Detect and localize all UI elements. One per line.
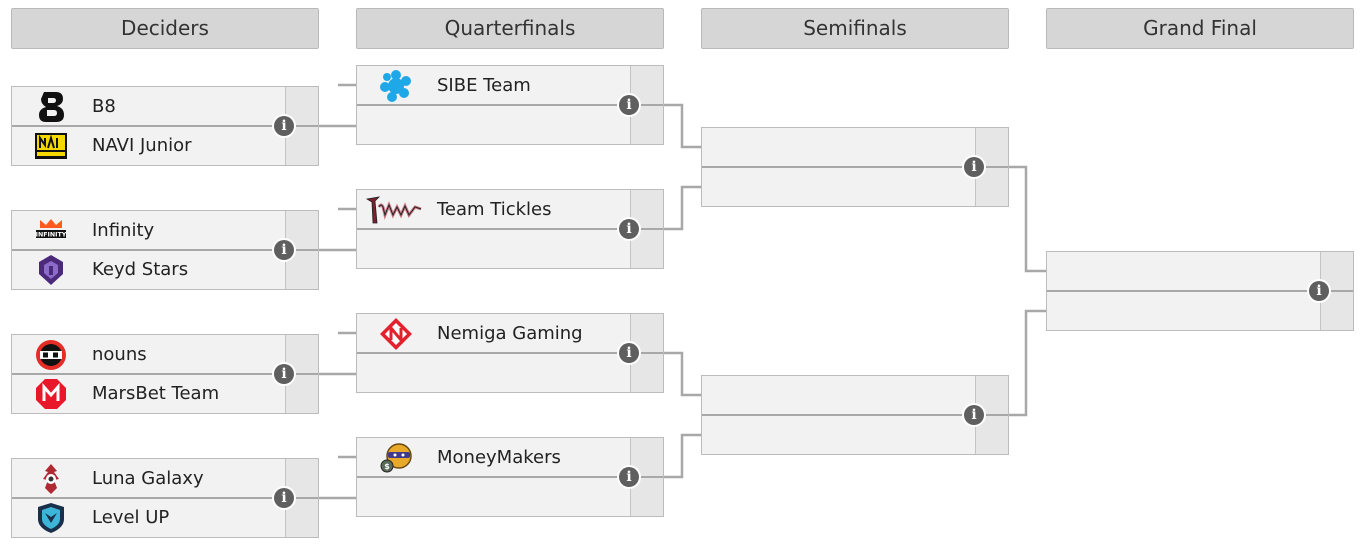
team-name: SIBE Team xyxy=(437,75,531,96)
svg-text:INFINITY: INFINITY xyxy=(36,232,67,239)
divider xyxy=(357,476,663,478)
sibe-team-logo-icon xyxy=(379,69,413,103)
team-name: B8 xyxy=(92,96,116,117)
team-slot[interactable]: Luna Galaxy xyxy=(12,459,286,498)
match-info-icon[interactable]: i xyxy=(619,467,639,487)
luna-galaxy-logo-icon xyxy=(34,462,68,496)
match-info-icon[interactable]: i xyxy=(619,219,639,239)
match-info-icon[interactable]: i xyxy=(619,95,639,115)
team-slot[interactable]: B8 xyxy=(12,87,286,126)
semifinal-match-2: i xyxy=(701,375,1009,455)
nemiga-gaming-logo-icon xyxy=(379,317,413,351)
team-name: Level UP xyxy=(92,507,170,528)
navi-junior-logo-icon xyxy=(34,129,68,163)
level-up-logo-icon xyxy=(34,501,68,535)
match-info-icon[interactable]: i xyxy=(274,364,294,384)
team-slot[interactable] xyxy=(357,477,631,516)
team-name: Nemiga Gaming xyxy=(437,323,583,344)
team-slot[interactable]: INFINITY Infinity xyxy=(12,211,286,250)
match-info-icon[interactable]: i xyxy=(619,343,639,363)
quarterfinal-match-1: SIBE Team i xyxy=(356,65,664,145)
divider xyxy=(12,125,318,127)
team-slot[interactable] xyxy=(357,105,631,144)
marsbet-logo-icon xyxy=(34,377,68,411)
team-slot[interactable] xyxy=(702,415,976,454)
team-slot[interactable]: $ MoneyMakers xyxy=(357,438,631,477)
quarterfinal-match-3: Nemiga Gaming i xyxy=(356,313,664,393)
team-name: Luna Galaxy xyxy=(92,468,204,489)
divider xyxy=(702,166,1008,168)
divider xyxy=(357,352,663,354)
team-slot[interactable]: Keyd Stars xyxy=(12,250,286,289)
semifinal-match-1: i xyxy=(701,127,1009,207)
team-name: MoneyMakers xyxy=(437,447,561,468)
team-name: Keyd Stars xyxy=(92,259,189,280)
team-slot[interactable]: Team Tickles xyxy=(357,190,631,229)
team-slot[interactable] xyxy=(357,229,631,268)
round-header-deciders: Deciders xyxy=(11,8,319,49)
decider-match-3: nouns MarsBet Team i xyxy=(11,334,319,414)
divider xyxy=(357,104,663,106)
infinity-logo-icon: INFINITY xyxy=(34,214,68,248)
team-name: NAVI Junior xyxy=(92,135,192,156)
team-name: MarsBet Team xyxy=(92,383,220,404)
decider-match-1: B8 NAVI Junior i xyxy=(11,86,319,166)
team-slot[interactable]: nouns xyxy=(12,335,286,374)
divider xyxy=(357,228,663,230)
divider xyxy=(702,414,1008,416)
team-slot[interactable] xyxy=(702,376,976,415)
quarterfinal-match-2: Team Tickles i xyxy=(356,189,664,269)
match-info-icon[interactable]: i xyxy=(274,116,294,136)
team-slot[interactable]: SIBE Team xyxy=(357,66,631,105)
round-header-grand-final: Grand Final xyxy=(1046,8,1354,49)
quarterfinal-match-4: $ MoneyMakers i xyxy=(356,437,664,517)
divider xyxy=(12,373,318,375)
match-info-icon[interactable]: i xyxy=(1309,281,1329,301)
team-slot[interactable]: Nemiga Gaming xyxy=(357,314,631,353)
round-header-semifinals: Semifinals xyxy=(701,8,1009,49)
keyd-stars-logo-icon xyxy=(34,253,68,287)
team-name: nouns xyxy=(92,344,147,365)
nouns-logo-icon xyxy=(34,338,68,372)
match-info-icon[interactable]: i xyxy=(964,405,984,425)
team-slot[interactable]: NAVI Junior xyxy=(12,126,286,165)
divider xyxy=(12,249,318,251)
divider xyxy=(1047,290,1353,292)
decider-match-4: Luna Galaxy Level UP i xyxy=(11,458,319,538)
team-name: Infinity xyxy=(92,220,155,241)
match-info-icon[interactable]: i xyxy=(274,488,294,508)
team-slot[interactable] xyxy=(702,128,976,167)
b8-logo-icon xyxy=(34,90,68,124)
team-tickles-logo-icon xyxy=(365,193,425,227)
team-slot[interactable]: MarsBet Team xyxy=(12,374,286,413)
team-slot[interactable] xyxy=(357,353,631,392)
team-slot[interactable] xyxy=(1047,291,1321,330)
team-slot[interactable] xyxy=(1047,252,1321,291)
team-slot[interactable]: Level UP xyxy=(12,498,286,537)
match-info-icon[interactable]: i xyxy=(274,240,294,260)
decider-match-2: INFINITY Infinity Keyd Stars i xyxy=(11,210,319,290)
team-name: Team Tickles xyxy=(437,199,552,220)
moneymakers-logo-icon: $ xyxy=(379,441,413,475)
round-header-quarterfinals: Quarterfinals xyxy=(356,8,664,49)
grand-final-match: i xyxy=(1046,251,1354,331)
match-info-icon[interactable]: i xyxy=(964,157,984,177)
team-slot[interactable] xyxy=(702,167,976,206)
svg-text:$: $ xyxy=(384,462,390,471)
divider xyxy=(12,497,318,499)
